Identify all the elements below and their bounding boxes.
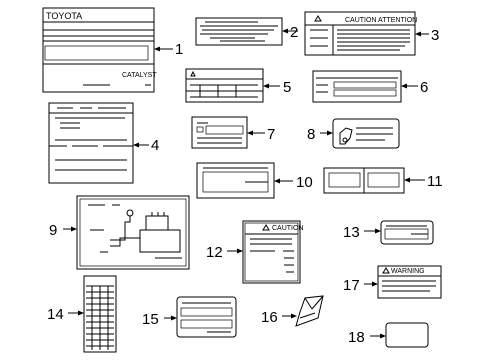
part-number-3: 3 [431,27,439,44]
label-part-3: CAUTION ATTENTION [304,11,417,56]
label-part-12: CAUTION [242,220,304,284]
callout-15: 15 [142,311,177,328]
callout-4: 4 [133,137,159,154]
label-part-16 [295,295,324,327]
part-number-11: 11 [427,173,443,190]
callout-6: 6 [401,79,428,96]
callout-2: 2 [282,24,298,41]
callout-5: 5 [263,79,291,96]
label-part-5 [185,68,264,103]
callout-9: 9 [49,222,77,239]
callout-16: 16 [261,309,297,326]
part-number-13: 13 [343,224,360,241]
part-number-6: 6 [420,79,428,96]
callout-18: 18 [348,329,386,346]
label-part-10 [196,162,275,199]
part-number-15: 15 [142,311,159,328]
part-number-7: 7 [267,126,275,143]
label-part-11 [323,167,405,194]
callout-8: 8 [307,126,333,143]
part-number-4: 4 [151,137,159,154]
label-part-9 [76,195,190,270]
callout-14: 14 [47,306,84,323]
warning-text: WARNING [391,268,425,275]
toyota-text: TOYOTA [46,11,82,21]
callout-10: 10 [274,174,313,191]
label-part-2 [195,17,283,46]
part-number-18: 18 [348,329,365,346]
part-number-14: 14 [47,306,64,323]
callout-11: 11 [404,173,443,190]
callout-17: 17 [343,277,378,294]
label-part-15 [176,296,237,338]
part-number-16: 16 [261,309,278,326]
label-part-4 [48,102,134,184]
label-part-1: TOYOTA CATALYST [42,7,157,93]
label-part-6 [312,70,402,103]
part-number-9: 9 [49,222,57,239]
part-number-10: 10 [296,174,313,191]
part-number-8: 8 [307,126,315,143]
catalyst-text: CATALYST [122,72,157,79]
part-number-12: 12 [206,244,223,261]
part-number-1: 1 [175,41,183,58]
part-number-5: 5 [283,79,291,96]
callout-7: 7 [247,126,275,143]
callout-13: 13 [343,224,381,241]
label-part-7 [191,116,248,149]
label-part-17: WARNING [377,265,442,299]
label-part-13 [380,220,434,245]
part-number-2: 2 [290,24,298,41]
caution-text: CAUTION [272,225,304,232]
label-part-8 [332,118,400,149]
part-number-17: 17 [343,277,360,294]
callout-12: 12 [206,244,243,261]
label-part-14 [83,275,117,353]
label-part-18 [385,322,429,348]
callout-3: 3 [415,27,439,44]
caution-attention-text: CAUTION ATTENTION [345,17,417,24]
callout-1: 1 [154,41,183,58]
